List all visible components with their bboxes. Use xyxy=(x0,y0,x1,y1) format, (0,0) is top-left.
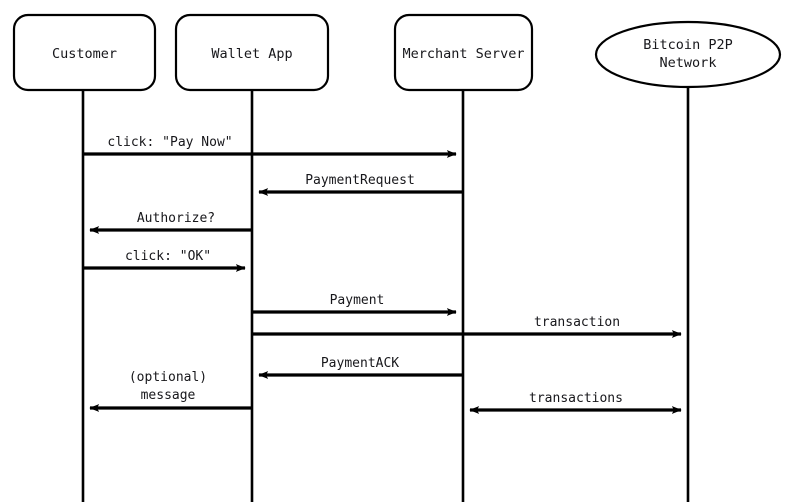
participant-bitcoin-label-line2: Network xyxy=(660,55,717,71)
message-payment-request[interactable]: PaymentRequest xyxy=(258,173,463,196)
message-payment-ack[interactable]: PaymentACK xyxy=(258,356,463,379)
message-payment[interactable]: Payment xyxy=(252,293,457,316)
participant-customer[interactable]: Customer xyxy=(12,13,157,92)
message-optional-message[interactable]: (optional) message xyxy=(89,370,252,412)
message-label-8-line2: message xyxy=(141,388,196,403)
message-label-9: transactions xyxy=(529,391,623,406)
message-transactions[interactable]: transactions xyxy=(469,391,682,414)
participant-wallet[interactable]: Wallet App xyxy=(174,13,330,92)
message-click-ok[interactable]: click: "OK" xyxy=(83,249,246,272)
message-label-5: Payment xyxy=(330,293,385,308)
message-label-6: transaction xyxy=(534,315,620,330)
participant-wallet-box[interactable] xyxy=(174,13,330,92)
lifelines-group xyxy=(81,87,690,502)
participant-bitcoin[interactable]: Bitcoin P2P Network xyxy=(594,20,782,89)
message-label-8-line1: (optional) xyxy=(129,370,207,385)
message-label-1: click: "Pay Now" xyxy=(107,135,232,150)
message-click-pay-now[interactable]: click: "Pay Now" xyxy=(83,135,457,158)
message-label-3: Authorize? xyxy=(137,211,215,226)
participant-customer-box[interactable] xyxy=(12,13,157,92)
participant-bitcoin-ellipse[interactable] xyxy=(594,20,782,89)
message-transaction[interactable]: transaction xyxy=(252,315,682,338)
message-label-4: click: "OK" xyxy=(125,249,211,264)
participant-bitcoin-label-line1: Bitcoin P2P xyxy=(643,37,732,53)
message-label-7: PaymentACK xyxy=(321,356,399,371)
participant-customer-label: Customer xyxy=(52,46,117,62)
participant-wallet-label: Wallet App xyxy=(211,46,292,62)
message-label-2: PaymentRequest xyxy=(305,173,415,188)
message-authorize[interactable]: Authorize? xyxy=(89,211,252,234)
participant-merchant-label: Merchant Server xyxy=(403,46,525,62)
participant-merchant-box[interactable] xyxy=(393,13,534,92)
participant-merchant[interactable]: Merchant Server xyxy=(393,13,534,92)
